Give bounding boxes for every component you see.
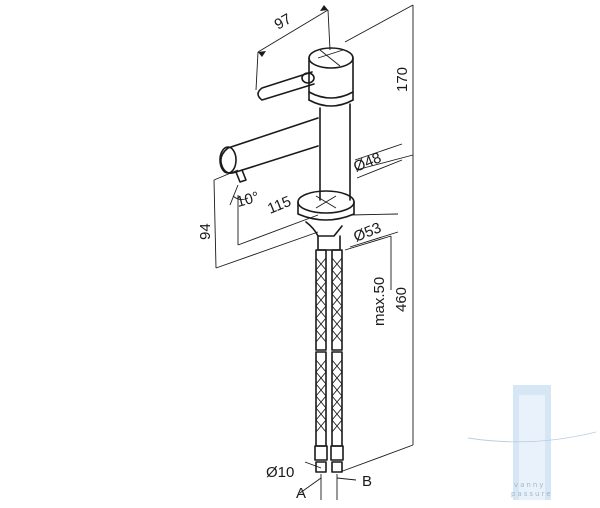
watermark-text-2: passure [511, 490, 553, 498]
label-reach: 115 [265, 193, 294, 218]
label-hose-diameter: Ø10 [266, 464, 294, 481]
hoses [299, 249, 357, 500]
faucet-body [219, 47, 355, 251]
watermark-logo: vanny passure [467, 385, 597, 500]
label-angle: 10° [235, 189, 261, 211]
label-hose-b: B [362, 473, 372, 490]
label-top-width: 97 [272, 10, 295, 33]
label-hose-a: A [296, 485, 306, 502]
watermark-arc [467, 431, 597, 443]
label-max-deck: max.50 [371, 277, 388, 326]
label-overall-height: 170 [394, 67, 411, 92]
dimension-lines [213, 4, 414, 473]
label-spout-height: 94 [197, 223, 214, 240]
watermark-bar-inner [519, 395, 545, 500]
label-body-diameter: Ø48 [351, 149, 384, 175]
dimension-labels: 97 170 Ø48 10° 115 94 Ø53 max.50 460 Ø10… [197, 10, 411, 502]
watermark-text-1: vanny [514, 481, 545, 489]
label-hose-length: 460 [393, 287, 410, 312]
